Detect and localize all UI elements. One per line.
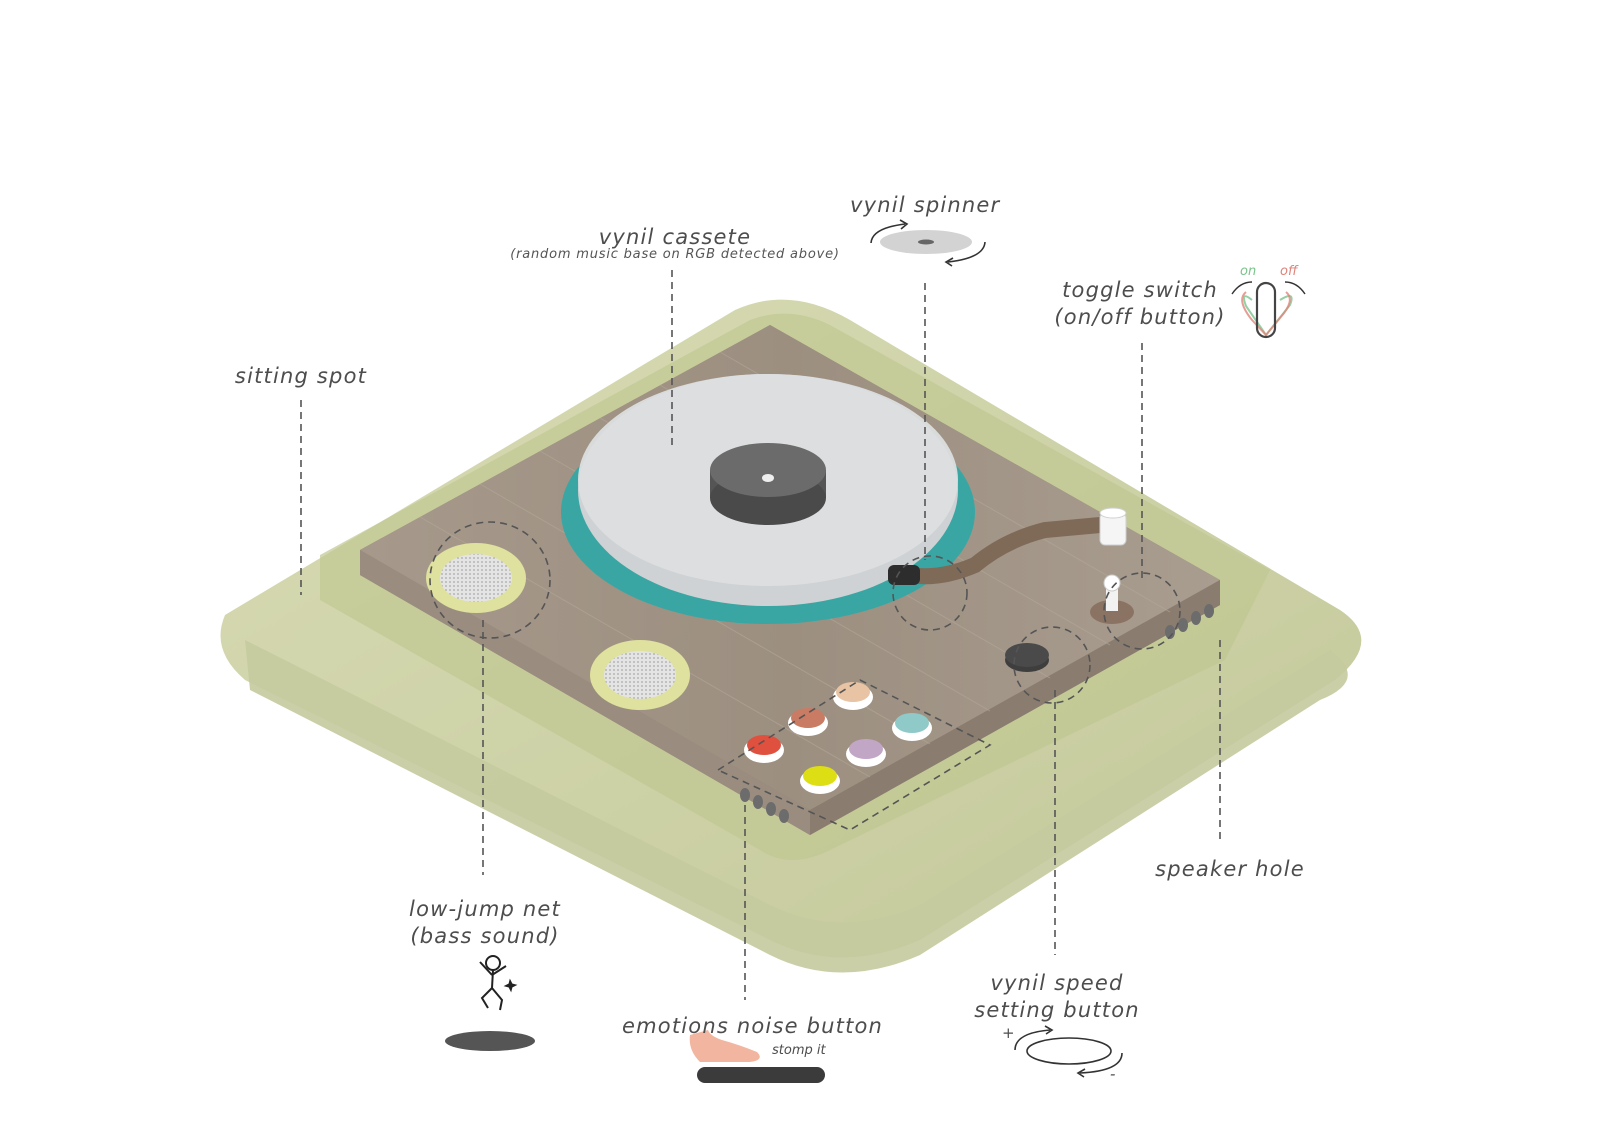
label-speaker-hole: speaker hole bbox=[1155, 857, 1305, 881]
label-speed-setting-sub: setting button bbox=[974, 998, 1140, 1022]
toggle-switch-icon bbox=[1231, 281, 1306, 339]
label-vinyl-spinner: vynil spinner bbox=[850, 193, 1001, 217]
low-jump-net-1 bbox=[426, 543, 526, 613]
label-sitting-spot: sitting spot bbox=[234, 364, 368, 388]
emotion-buttons bbox=[744, 682, 932, 794]
label-speed-plus: + bbox=[1002, 1024, 1015, 1042]
label-low-jump-net-sub: (bass sound) bbox=[410, 924, 560, 948]
speed-button bbox=[1005, 643, 1049, 672]
label-low-jump-net: low-jump net bbox=[409, 897, 561, 921]
toggle-knob bbox=[1090, 574, 1134, 624]
leader-lines bbox=[300, 270, 1221, 1000]
label-speed-setting: vynil speed bbox=[990, 971, 1124, 995]
speed-rotate-icon bbox=[1014, 1025, 1123, 1078]
foot-icon bbox=[689, 1030, 825, 1083]
label-speed-minus: - bbox=[1110, 1065, 1116, 1083]
jumping-person-icon bbox=[445, 955, 535, 1051]
label-toggle-on: on bbox=[1240, 264, 1257, 279]
vinyl-platter bbox=[561, 374, 975, 624]
tonearm bbox=[888, 507, 1127, 585]
label-toggle-switch: toggle switch bbox=[1062, 278, 1218, 302]
low-jump-net-2 bbox=[590, 640, 690, 710]
label-stomp-it: stomp it bbox=[772, 1043, 826, 1058]
label-vinyl-cassette-note: (random music base on RGB detected above… bbox=[510, 247, 840, 262]
label-toggle-switch-sub: (on/off button) bbox=[1054, 305, 1226, 329]
label-toggle-off: off bbox=[1280, 264, 1298, 279]
spinner-disc-icon bbox=[870, 219, 986, 267]
speaker-holes bbox=[740, 604, 1214, 823]
label-vinyl-cassette: vynil cassete bbox=[598, 225, 752, 249]
label-emotions-button: emotions noise button bbox=[622, 1014, 884, 1038]
